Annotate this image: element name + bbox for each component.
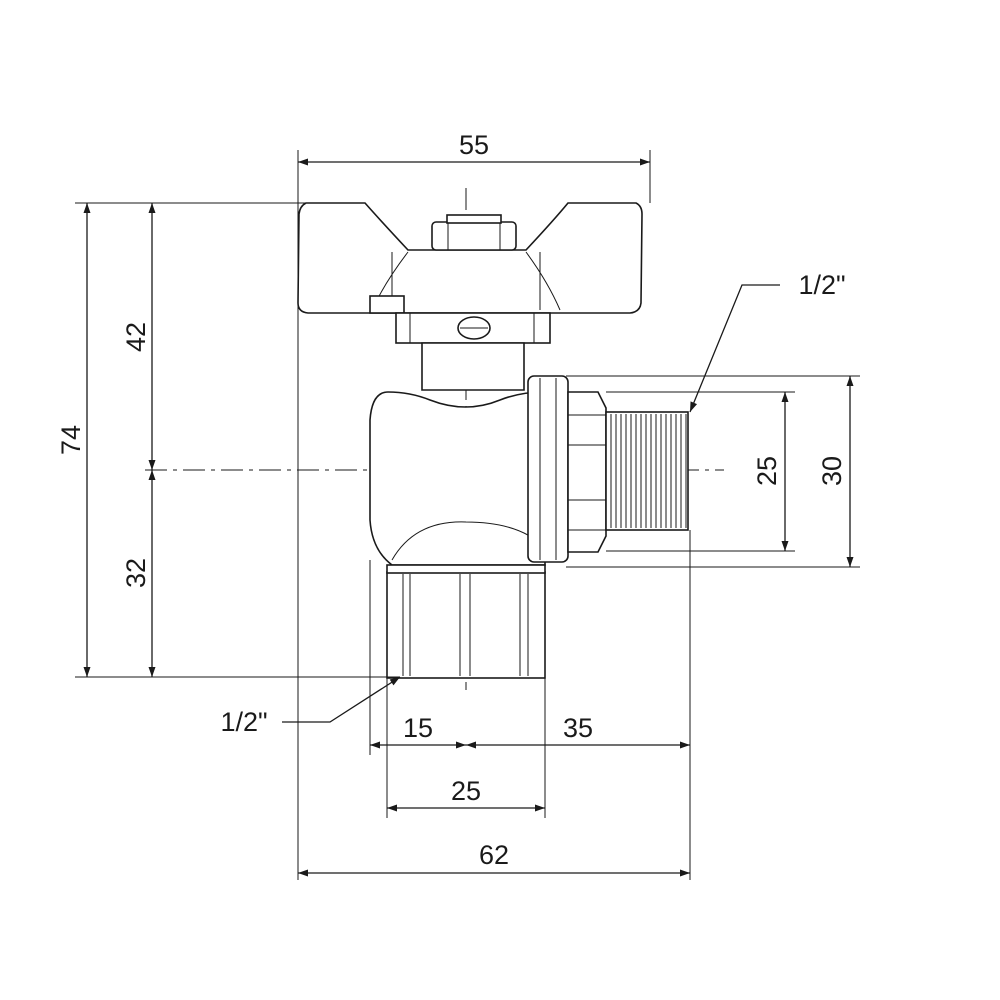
dim-total-height: 74 bbox=[56, 425, 86, 455]
extension-lines bbox=[75, 150, 860, 880]
dim-outlet-inner: 25 bbox=[752, 456, 782, 486]
thread-label-inlet: 1/2" bbox=[220, 707, 267, 737]
handle-nut bbox=[431, 221, 517, 251]
outlet-thread-lines bbox=[610, 414, 687, 528]
thread-label-outlet: 1/2" bbox=[798, 270, 845, 300]
valve-body bbox=[297, 202, 689, 679]
leader-lines bbox=[282, 284, 780, 723]
leader-inlet-thread bbox=[282, 676, 401, 723]
valve-main-body bbox=[369, 391, 546, 566]
valve-neck bbox=[421, 342, 525, 391]
stop-tab bbox=[369, 295, 405, 314]
dim-lower-height: 32 bbox=[121, 558, 151, 588]
dim-offset-right: 35 bbox=[563, 713, 593, 743]
dim-offset-left: 15 bbox=[403, 713, 433, 743]
dim-inlet-width: 25 bbox=[451, 776, 481, 806]
dimension-lines bbox=[83, 158, 854, 877]
dim-upper-height: 42 bbox=[121, 322, 151, 352]
dim-outlet-outer: 30 bbox=[817, 456, 847, 486]
dim-total-width: 62 bbox=[479, 840, 509, 870]
inlet-hex-nut bbox=[386, 571, 546, 679]
dimension-labels: 55 74 42 32 25 30 15 35 25 62 1/2" 1/2" bbox=[56, 130, 847, 870]
leader-outlet-thread bbox=[689, 284, 780, 413]
outlet-flange bbox=[527, 375, 569, 563]
outlet-thread-nipple bbox=[605, 411, 689, 531]
dim-top-width: 55 bbox=[459, 130, 489, 160]
outlet-hex-nut bbox=[567, 391, 607, 553]
